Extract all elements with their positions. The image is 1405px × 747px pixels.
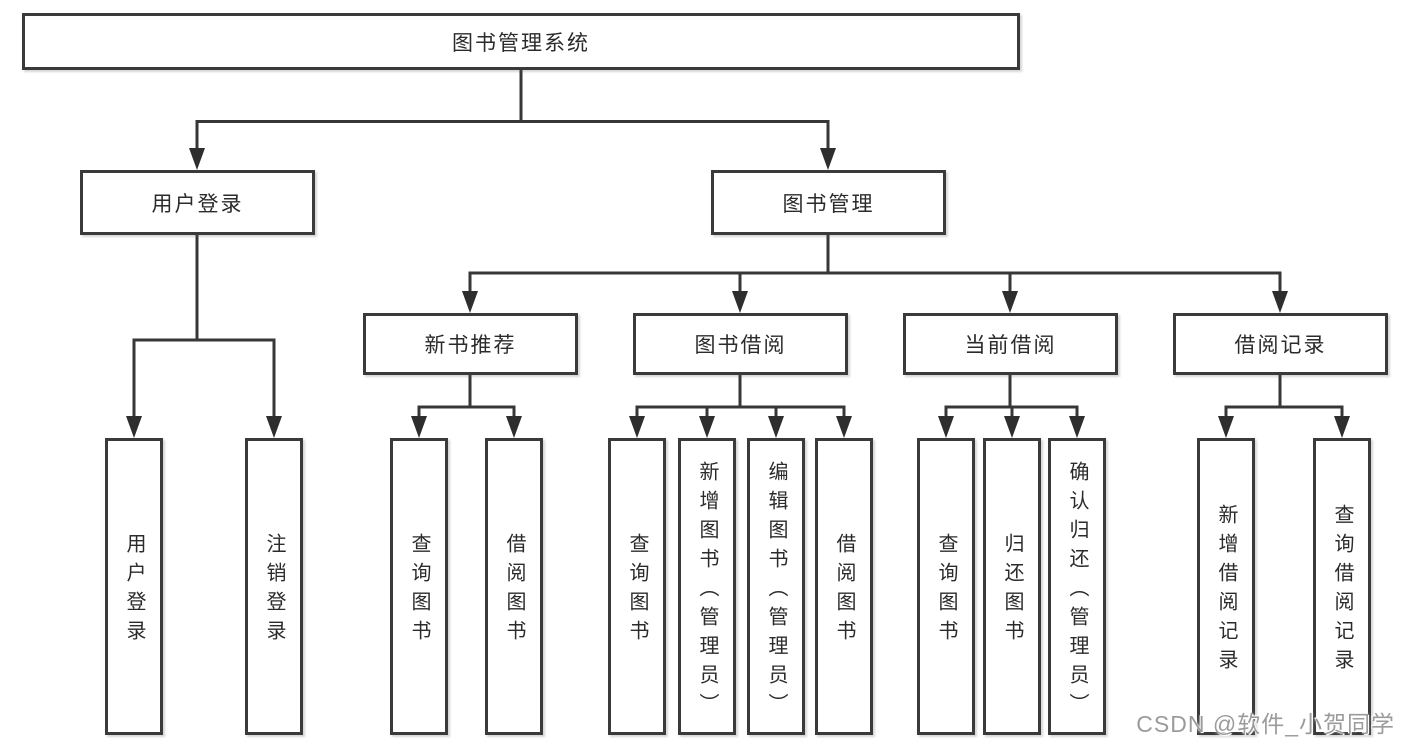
node-label: 确认归还（管理员） — [1066, 460, 1088, 722]
leaf-query-borrow-record: 查询借阅记录 — [1313, 438, 1371, 735]
node-label: 新增图书（管理员） — [696, 460, 718, 722]
node-label: 归还图书 — [1001, 533, 1023, 649]
node-root-library-system: 图书管理系统 — [22, 13, 1020, 70]
node-label: 新书推荐 — [424, 334, 517, 357]
node-label: 查询图书 — [935, 533, 957, 649]
node-book-borrowing: 图书借阅 — [633, 313, 848, 375]
node-label: 查询图书 — [408, 533, 430, 649]
node-user-login: 用户登录 — [80, 170, 315, 235]
node-borrowing-records: 借阅记录 — [1173, 313, 1388, 375]
node-label: 借阅图书 — [503, 533, 525, 649]
node-label: 注销登录 — [263, 533, 285, 649]
node-label: 借阅图书 — [833, 533, 855, 649]
node-label: 图书管理 — [782, 192, 875, 216]
leaf-confirm-return-admin: 确认归还（管理员） — [1048, 438, 1106, 735]
node-label: 当前借阅 — [964, 334, 1057, 357]
node-label: 用户登录 — [151, 192, 244, 216]
leaf-logout: 注销登录 — [245, 438, 303, 735]
leaf-query-books-borrowing: 查询图书 — [608, 438, 666, 735]
leaf-edit-books-admin: 编辑图书（管理员） — [747, 438, 805, 735]
node-current-borrowing: 当前借阅 — [903, 313, 1118, 375]
leaf-query-books-recommend: 查询图书 — [390, 438, 448, 735]
node-label: 图书借阅 — [694, 334, 787, 357]
leaf-return-books: 归还图书 — [983, 438, 1041, 735]
node-label: 查询图书 — [626, 533, 648, 649]
leaf-borrow-books-recommend: 借阅图书 — [485, 438, 543, 735]
leaf-user-login: 用户登录 — [105, 438, 163, 735]
leaf-query-books-current: 查询图书 — [917, 438, 975, 735]
node-book-management: 图书管理 — [711, 170, 946, 235]
node-label: 用户登录 — [123, 533, 145, 649]
leaf-add-borrow-record: 新增借阅记录 — [1197, 438, 1255, 735]
leaf-add-books-admin: 新增图书（管理员） — [678, 438, 736, 735]
node-label: 编辑图书（管理员） — [765, 460, 787, 722]
node-label: 借阅记录 — [1234, 334, 1327, 357]
watermark: CSDN @软件_小贺同学 — [1136, 711, 1395, 737]
node-new-book-recommend: 新书推荐 — [363, 313, 578, 375]
arrowhead-icons — [126, 148, 1350, 438]
node-label: 新增借阅记录 — [1215, 504, 1237, 678]
leaf-borrow-books: 借阅图书 — [815, 438, 873, 735]
node-label: 查询借阅记录 — [1331, 504, 1353, 678]
node-label: 图书管理系统 — [452, 31, 590, 55]
